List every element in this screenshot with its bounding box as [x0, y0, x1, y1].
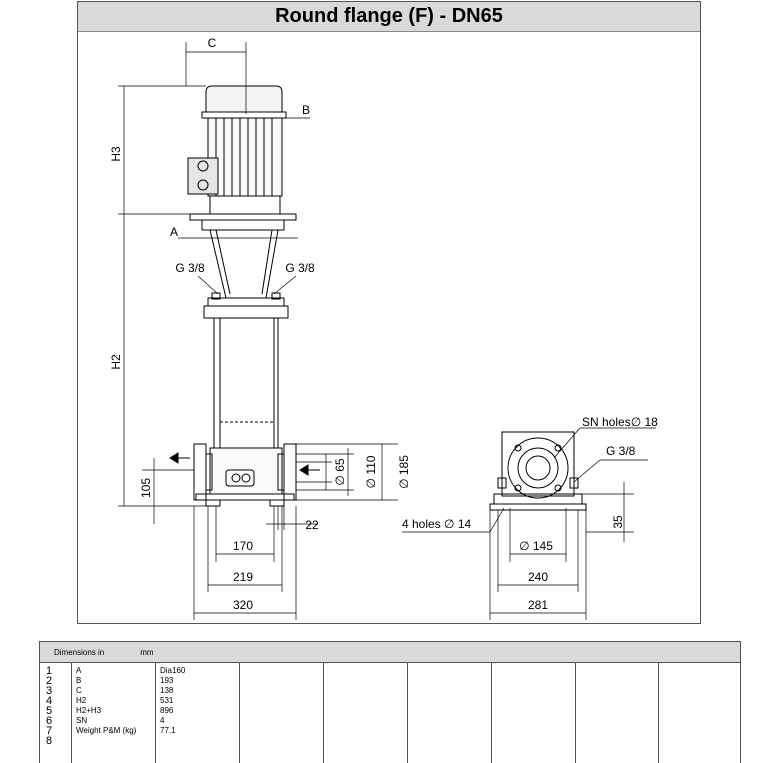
label-240: 240	[528, 570, 548, 584]
label-105: 105	[139, 478, 153, 498]
table-divider	[239, 663, 240, 763]
row-label: H2+H3	[76, 706, 102, 715]
row-value: 896	[160, 706, 174, 715]
dimensions-unit: mm	[140, 647, 154, 657]
side-view	[489, 431, 587, 511]
row-labels: A B C H2 H2+H3 SN Weight P&M (kg)	[76, 666, 136, 736]
label-sn-holes: SN holes∅ 18	[582, 415, 658, 429]
table-divider	[658, 663, 659, 763]
motor-flange	[189, 213, 297, 231]
dimensions-section: Dimensions in mm 1 2 3 4 5 6 7 8 A B C H…	[39, 641, 741, 763]
table-divider	[71, 663, 72, 763]
label-h3: H3	[109, 146, 123, 162]
row-value: 138	[160, 686, 174, 695]
pump-base	[193, 443, 297, 507]
pump-head	[203, 292, 289, 319]
flow-arrows	[169, 452, 320, 476]
row-label: A	[76, 666, 82, 675]
row-label: C	[76, 686, 82, 695]
row-numbers: 1 2 3 4 5 6 7 8	[46, 665, 53, 747]
row-number: 8	[46, 735, 53, 747]
row-value: 531	[160, 696, 174, 705]
row-number: 1	[46, 665, 53, 677]
lantern	[209, 229, 279, 299]
row-value: 77.1	[160, 726, 176, 735]
dimensions-header-label: Dimensions in	[54, 647, 105, 657]
motor-body	[187, 85, 287, 215]
table-divider	[323, 663, 324, 763]
label-d65: ∅ 65	[333, 458, 347, 485]
label-d110: ∅ 110	[364, 455, 378, 488]
row-number: 5	[46, 705, 53, 717]
label-281: 281	[528, 598, 548, 612]
dimensions-header: Dimensions in mm	[39, 641, 741, 663]
drawing-title: Round flange (F) - DN65	[78, 2, 700, 32]
row-label: SN	[76, 716, 88, 725]
dimensions-table: 1 2 3 4 5 6 7 8 A B C H2 H2+H3 SN Weight…	[39, 663, 741, 763]
row-number: 7	[46, 725, 53, 737]
row-number: 6	[46, 715, 53, 727]
drawing-frame: Round flange (F) - DN65	[77, 1, 701, 624]
label-c: C	[208, 36, 217, 50]
label-170: 170	[233, 539, 253, 553]
label-4-holes: 4 holes ∅ 14	[402, 517, 471, 531]
label-g38-side: G 3/8	[606, 444, 636, 458]
row-label: B	[76, 676, 82, 685]
label-h2: H2	[109, 354, 123, 370]
row-value: 193	[160, 676, 174, 685]
label-a: A	[170, 225, 178, 239]
row-label: H2	[76, 696, 87, 705]
label-d145: ∅ 145	[519, 539, 553, 553]
table-divider	[407, 663, 408, 763]
label-b: B	[302, 103, 310, 117]
label-219: 219	[233, 570, 253, 584]
label-35: 35	[611, 515, 625, 529]
table-divider	[575, 663, 576, 763]
label-22: 22	[305, 518, 319, 532]
label-320: 320	[233, 598, 253, 612]
row-values: Dia160 193 138 531 896 4 77.1	[160, 666, 185, 736]
label-d185: ∅ 185	[397, 455, 411, 489]
label-g38-left: G 3/8	[175, 261, 205, 275]
table-divider	[155, 663, 156, 763]
label-g38-right: G 3/8	[285, 261, 315, 275]
row-number: 2	[46, 675, 53, 687]
table-divider	[491, 663, 492, 763]
row-number: 4	[46, 695, 53, 707]
row-number: 3	[46, 685, 53, 697]
row-value: 4	[160, 716, 165, 725]
row-value: Dia160	[160, 666, 186, 675]
pump-drawing: C B H3 A G 3/8 G 3/8 H2 105 22 170 219 3…	[109, 36, 658, 620]
row-label: Weight P&M (kg)	[76, 726, 137, 735]
